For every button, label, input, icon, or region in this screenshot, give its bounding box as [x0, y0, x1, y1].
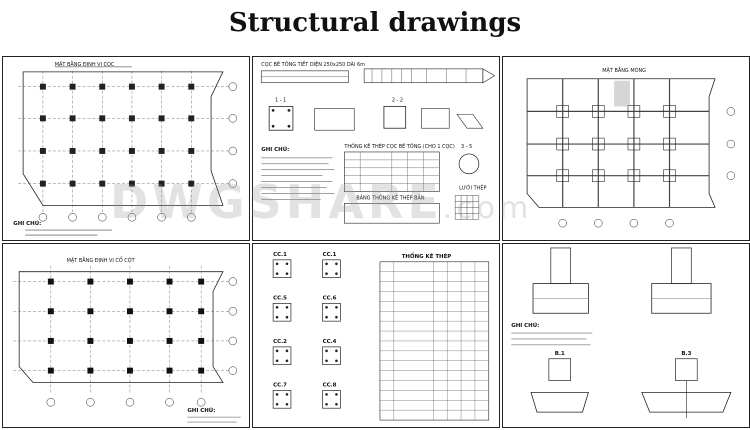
drawing-grid: MẶT BẰNG ĐỊNH VỊ CỌC: [2, 56, 750, 428]
p4-heading: MẶT BẰNG ĐỊNH VỊ CỔ CỘT: [67, 256, 136, 264]
p2-section-3: 3 - 5: [461, 144, 472, 150]
column-details-drawing: CC.1 CC.1 CC.5 CC.6 CC.2 CC.4 CC.7 CC.8: [272, 252, 490, 421]
foundation-plan-drawing: MẶT BẰNG MÓNG: [526, 66, 736, 228]
p3-heading: MẶT BẰNG MÓNG: [602, 66, 646, 74]
column-layout-drawing: MẶT BẰNG ĐỊNH VỊ CỔ CỘT GHI CHÚ:: [13, 256, 241, 423]
p6-label-b3: B.3: [681, 351, 691, 357]
cc-label-1: CC.1: [273, 252, 287, 258]
panel-pile-details[interactable]: CỌC BÊ TÔNG TIẾT DIỆN 250x250 DÀI 6m 1 -…: [252, 56, 500, 241]
cc-label-5: CC.2: [273, 339, 287, 345]
cc-label-7: CC.7: [273, 382, 287, 388]
panel-pile-layout-plan[interactable]: MẶT BẰNG ĐỊNH VỊ CỌC: [2, 56, 250, 241]
p6-notes-heading: GHI CHÚ:: [511, 322, 539, 329]
page-title: Structural drawings: [228, 8, 522, 38]
cc-label-2: CC.1: [323, 252, 337, 258]
panel-column-layout-plan[interactable]: MẶT BẰNG ĐỊNH VỊ CỔ CỘT GHI CHÚ:: [2, 243, 250, 428]
p1-heading: MẶT BẰNG ĐỊNH VỊ CỌC: [55, 60, 115, 68]
p2-notes-heading: GHI CHÚ:: [261, 146, 289, 153]
p2-heading: CỌC BÊ TÔNG TIẾT DIỆN 250x250 DÀI 6m: [261, 60, 365, 68]
panel-beam-sections[interactable]: GHI CHÚ: B.1 B.3: [502, 243, 750, 428]
cc-label-8: CC.8: [323, 382, 337, 388]
panel-column-details[interactable]: CC.1 CC.1 CC.5 CC.6 CC.2 CC.4 CC.7 CC.8: [252, 243, 500, 428]
p4-notes-heading: GHI CHÚ:: [187, 407, 215, 414]
p2-section-2: 2 - 2: [392, 98, 403, 104]
panel-foundation-plan[interactable]: MẶT BẰNG MÓNG: [502, 56, 750, 241]
pile-details-drawing: CỌC BÊ TÔNG TIẾT DIỆN 250x250 DÀI 6m 1 -…: [260, 60, 496, 224]
p2-table2-heading: BẢNG THỐNG KÊ THÉP BẢN: [356, 193, 425, 201]
p2-section-1: 1 - 1: [275, 98, 286, 104]
cc-label-3: CC.5: [273, 295, 287, 301]
cc-label-6: CC.4: [323, 339, 337, 345]
p5-table-heading: THỐNG KÊ THÉP: [402, 252, 452, 260]
pile-layout-drawing: MẶT BẰNG ĐỊNH VỊ CỌC: [13, 60, 238, 236]
p2-mesh-label: LƯỚI THÉP: [459, 184, 486, 192]
p6-label-b1: B.1: [555, 351, 565, 357]
p1-notes-heading: GHI CHÚ:: [13, 220, 41, 227]
cc-label-4: CC.6: [323, 295, 337, 301]
beam-sections-drawing: GHI CHÚ: B.1 B.3: [511, 247, 732, 419]
p2-table-heading: THỐNG KÊ THÉP CỌC BÊ TÔNG (CHO 1 CỌC): [343, 142, 454, 150]
